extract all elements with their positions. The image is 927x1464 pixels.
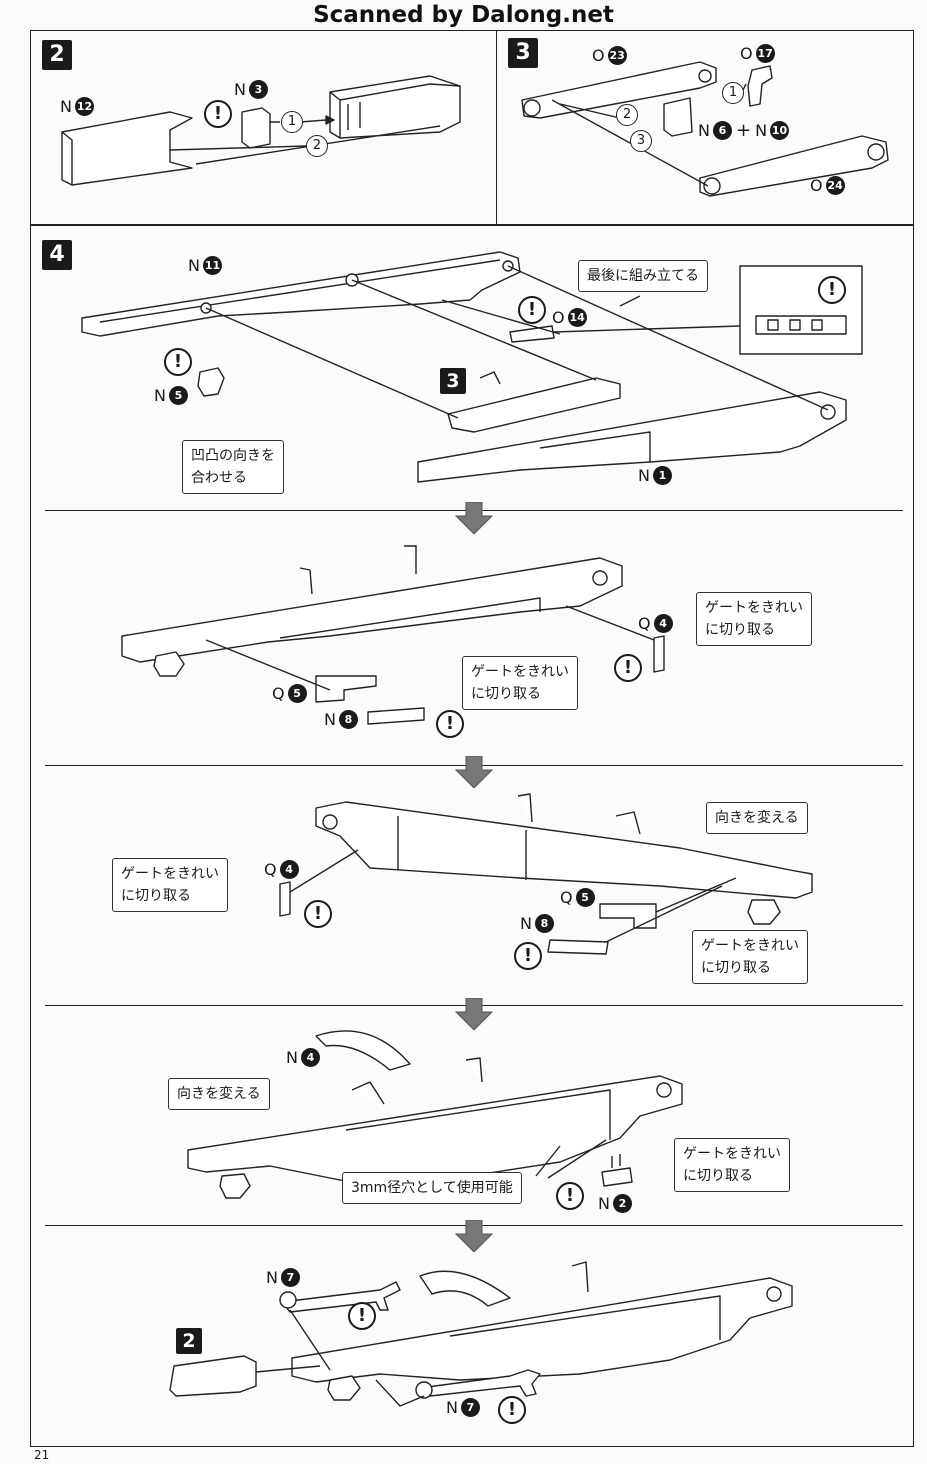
part-o14-block [509, 325, 555, 343]
part-n2-pin [601, 1167, 633, 1187]
watermark: Scanned by Dalong.net [313, 2, 614, 28]
part-n4-fin [315, 1030, 411, 1071]
caution-icon: ! [304, 900, 332, 928]
sub3-frame [187, 1075, 683, 1183]
panel-divider [496, 30, 497, 225]
part-n12-sleeve [61, 111, 193, 186]
part-q5-plate-b [599, 903, 657, 929]
part-n5-foot [197, 367, 225, 397]
note-clean-gate: ゲートをきれいに切り取る [674, 1138, 790, 1192]
note-clean-gate: ゲートをきれいに切り取る [112, 858, 228, 912]
note-clean-gate: ゲートをきれいに切り取る [696, 592, 812, 646]
order-3-marker: 3 [630, 130, 652, 152]
step-2-reference-badge: 2 [176, 1328, 202, 1354]
note-assemble-last: 最後に組み立てる [578, 260, 708, 292]
part-fin-installed [419, 1270, 511, 1307]
sub2-frame [315, 801, 813, 899]
sub3-foot [219, 1173, 251, 1199]
sub1-frame [121, 557, 623, 663]
note-change-orientation: 向きを変える [168, 1078, 270, 1110]
order-1-marker: 1 [281, 111, 303, 133]
next-step-arrow [454, 756, 494, 788]
sub1-foot [153, 651, 185, 677]
note-change-orientation: 向きを変える [706, 802, 808, 834]
top-panel-frame [30, 30, 914, 225]
step-3-badge: 3 [508, 38, 538, 68]
part-assembled-housing [329, 75, 461, 139]
part-n8-bar-a [367, 707, 425, 725]
step-3-reference-badge: 3 [440, 368, 466, 394]
part-o23-rail [521, 61, 717, 119]
step-4-badge: 4 [42, 240, 72, 270]
caution-icon: ! [614, 654, 642, 682]
caution-icon: ! [204, 100, 232, 128]
sub2-foot [747, 899, 781, 925]
caution-icon: ! [436, 710, 464, 738]
sub4-foot [327, 1375, 361, 1401]
part-n7-arm-b [419, 1369, 541, 1397]
caution-icon: ! [556, 1182, 584, 1210]
step-2-badge: 2 [42, 40, 72, 70]
part-n7-arm-a [281, 1281, 401, 1313]
caution-icon: ! [818, 276, 846, 304]
order-1-marker: 1 [722, 82, 744, 104]
note-align-notches: 凹凸の向きを合わせる [182, 440, 284, 494]
part-step3-subassembly [447, 377, 621, 433]
part-q4-tab-a [653, 635, 665, 673]
part-n11-upper-frame [81, 251, 521, 337]
next-step-arrow [454, 1220, 494, 1252]
note-clean-gate: ゲートをきれいに切り取る [692, 930, 808, 984]
part-n3-clip [241, 107, 271, 149]
part-o24-rail [699, 135, 889, 197]
step4-frame [30, 225, 914, 1447]
caution-icon: ! [518, 296, 546, 324]
part-n1-main-frame [417, 391, 847, 483]
caution-icon: ! [498, 1396, 526, 1424]
caution-icon: ! [164, 348, 192, 376]
part-n8-bar-b [547, 939, 609, 955]
part-q4-tab-b [279, 881, 291, 917]
page-number: 21 [34, 1448, 50, 1462]
part-o17-lever [747, 65, 773, 107]
part-q5-plate-a [315, 675, 377, 703]
order-2-marker: 2 [616, 104, 638, 126]
next-step-arrow [454, 998, 494, 1030]
part-n6-n10-block [663, 97, 693, 137]
note-clean-gate: ゲートをきれいに切り取る [462, 656, 578, 710]
note-3mm-hole: 3mm径穴として使用可能 [342, 1172, 522, 1204]
caution-icon: ! [514, 942, 542, 970]
caution-icon: ! [348, 1302, 376, 1330]
order-2-marker: 2 [306, 135, 328, 157]
part-step2-subassembly [169, 1355, 257, 1397]
next-step-arrow [454, 502, 494, 534]
